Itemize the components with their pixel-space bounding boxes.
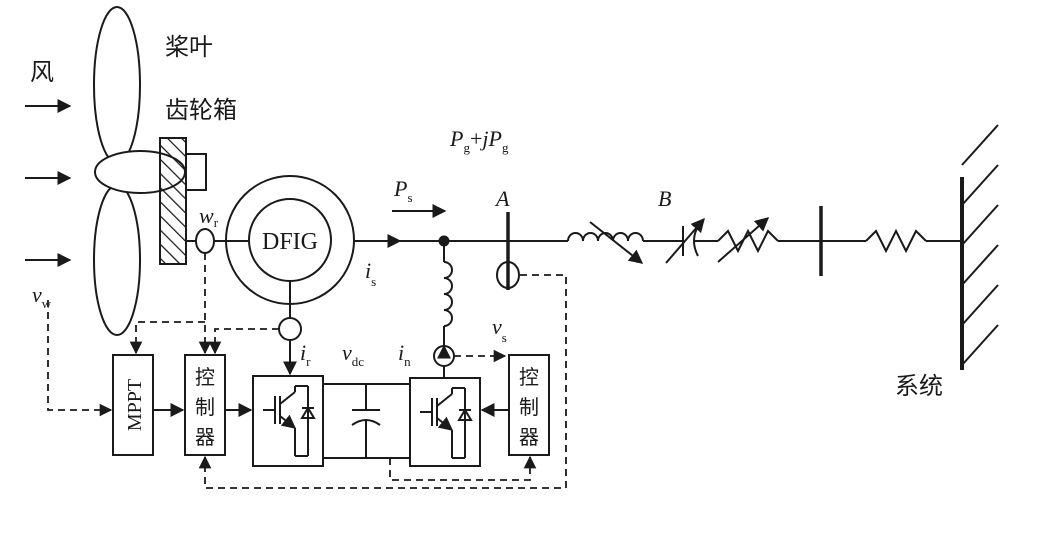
in-symbol: in [398,340,411,369]
vw-symbol: vw [32,282,52,311]
line-resistor [717,228,779,254]
pg-symbol: Pg+jPg [449,126,509,155]
grid-controller-box [508,354,550,456]
rotor-controller-char-1: 控 [195,365,215,389]
blade-label: 桨叶 [165,33,213,61]
grid-controller-label: 控 制 器 [519,365,539,449]
vdc-symbol: vdc [342,340,364,369]
signal-lines [47,253,567,489]
grid-controller-char-2: 制 [519,395,539,419]
rotor-controller-char-3: 器 [195,425,215,449]
ir-symbol: ir [300,340,311,369]
gearbox-shaft [185,153,207,191]
rotor-side-converter [252,375,324,467]
mppt-label: MPPT [124,379,146,431]
wind-label: 风 [30,58,54,86]
wind-arrows [25,99,72,267]
rotor-controller-label: 控 制 器 [195,365,215,449]
current-sensor-ir [278,317,302,341]
mppt-box [112,354,154,456]
point-a-label: A [494,186,510,211]
gearbox-label: 齿轮箱 [165,96,237,124]
system-label: 系统 [895,372,943,400]
grid-controller-char-1: 控 [519,365,539,389]
system-infinite-bus [960,124,999,370]
grid-resistor [865,228,927,254]
rotor-controller-char-2: 制 [195,395,215,419]
grid-controller-char-3: 器 [519,425,539,449]
is-symbol: is [365,258,376,289]
grid-side-converter [409,377,481,467]
point-b-label: B [658,186,671,211]
vs-symbol: vs [492,314,507,345]
gearbox-block [159,137,187,265]
wr-symbol: wr [199,203,219,230]
filter-inductor [443,261,453,327]
speed-sensor [195,228,215,254]
rotor-controller-box [184,354,226,456]
dfig-label: DFIG [262,229,318,255]
ps-symbol: Ps [393,176,413,205]
